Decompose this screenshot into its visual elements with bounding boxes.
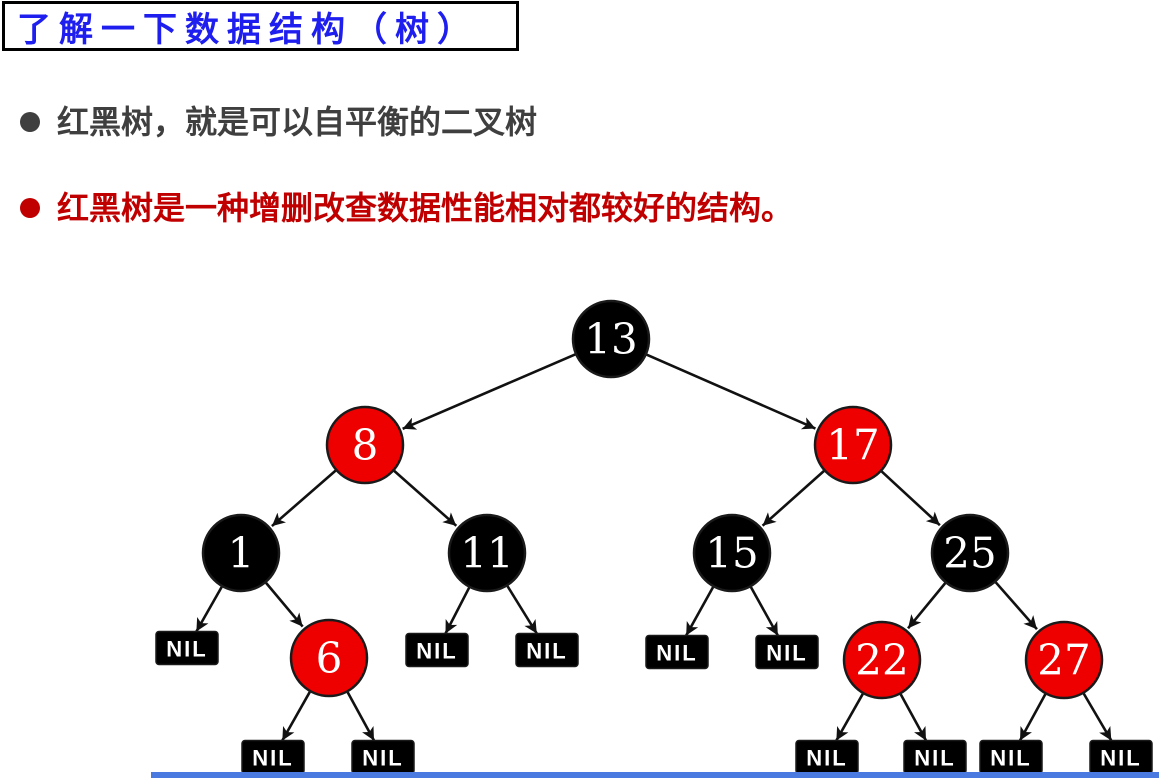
bottom-blue-strip <box>151 772 1159 778</box>
tree-edge-13-17 <box>646 353 816 430</box>
tree-edge-27-nil-27R <box>1082 692 1113 742</box>
tree-node-label: 27 <box>1037 636 1090 685</box>
tree-edge-1-nil-1L <box>195 586 223 633</box>
nil-label: NIL <box>416 639 457 664</box>
tree-node-label: 13 <box>584 315 637 364</box>
tree-node-6: 6 <box>289 618 369 698</box>
tree-edge-17-25 <box>880 470 941 527</box>
nil-label: NIL <box>766 641 807 666</box>
bullet-dot-icon <box>20 198 40 218</box>
tree-edge-8-1 <box>271 469 337 528</box>
tree-nil-6R: NIL <box>351 739 415 775</box>
tree-edge-25-22 <box>907 582 947 630</box>
tree-edge-6-nil-6R <box>346 691 376 742</box>
tree-edge-22-nil-22L <box>835 693 864 742</box>
page-title-text: 了解一下数据结构（树） <box>17 10 479 49</box>
tree-nil-15L: NIL <box>645 634 709 670</box>
tree-edge-15-nil-15L <box>685 586 715 637</box>
tree-node-label: 17 <box>826 421 879 470</box>
bullet-1-text: 红黑树，就是可以自平衡的二叉树 <box>57 104 538 140</box>
tree-node-label: 1 <box>228 529 255 578</box>
tree-nil-22L: NIL <box>795 739 859 775</box>
tree-edge-8-11 <box>393 469 458 527</box>
tree-node-17: 17 <box>813 405 893 485</box>
nil-label: NIL <box>990 746 1031 771</box>
tree-edge-11-nil-11R <box>506 585 538 635</box>
tree-node-8: 8 <box>325 405 405 485</box>
tree-edge-22-nil-22R <box>899 693 928 742</box>
tree-edge-15-nil-15R <box>749 586 779 637</box>
tree-node-11: 11 <box>447 513 527 593</box>
nil-label: NIL <box>166 637 207 662</box>
tree-nil-1L: NIL <box>155 630 219 666</box>
tree-edge-25-27 <box>994 581 1038 631</box>
nil-label: NIL <box>252 746 293 771</box>
tree-nil-15R: NIL <box>755 634 819 670</box>
tree-edge-11-nil-11L <box>444 587 471 635</box>
tree-edge-27-nil-27L <box>1018 693 1047 742</box>
tree-edge-17-15 <box>761 469 825 527</box>
nil-label: NIL <box>656 641 697 666</box>
bullet-item-2: 红黑树是一种增删改查数据性能相对都较好的结构。 <box>20 188 793 228</box>
tree-node-22: 22 <box>842 620 922 700</box>
tree-edge-1-6 <box>265 582 304 628</box>
nil-label: NIL <box>806 746 847 771</box>
tree-nil-22R: NIL <box>903 739 967 775</box>
bullet-item-1: 红黑树，就是可以自平衡的二叉树 <box>20 102 537 142</box>
tree-edge-13-8 <box>402 353 576 430</box>
tree-nil-11R: NIL <box>515 632 579 668</box>
tree-nil-6L: NIL <box>241 739 305 775</box>
tree-node-label: 6 <box>316 634 343 683</box>
tree-node-1: 1 <box>201 513 281 593</box>
tree-nil-11L: NIL <box>405 632 469 668</box>
tree-node-label: 15 <box>705 529 758 578</box>
tree-node-label: 22 <box>855 636 908 685</box>
tree-nil-27L: NIL <box>979 739 1043 775</box>
page-title: 了解一下数据结构（树） <box>2 1 519 51</box>
tree-node-25: 25 <box>930 513 1010 593</box>
tree-node-15: 15 <box>692 513 772 593</box>
tree-node-label: 11 <box>460 529 513 578</box>
tree-nil-27R: NIL <box>1089 739 1153 775</box>
tree-node-label: 8 <box>352 421 379 470</box>
nil-label: NIL <box>1100 746 1141 771</box>
bullet-dot-icon <box>20 112 40 132</box>
tree-edge-6-nil-6L <box>281 691 311 742</box>
tree-node-label: 25 <box>943 529 996 578</box>
nil-label: NIL <box>526 639 567 664</box>
bullet-2-text: 红黑树是一种增删改查数据性能相对都较好的结构。 <box>57 190 794 226</box>
tree-node-27: 27 <box>1024 620 1104 700</box>
nil-label: NIL <box>914 746 955 771</box>
tree-node-13: 13 <box>571 299 651 379</box>
nil-label: NIL <box>362 746 403 771</box>
